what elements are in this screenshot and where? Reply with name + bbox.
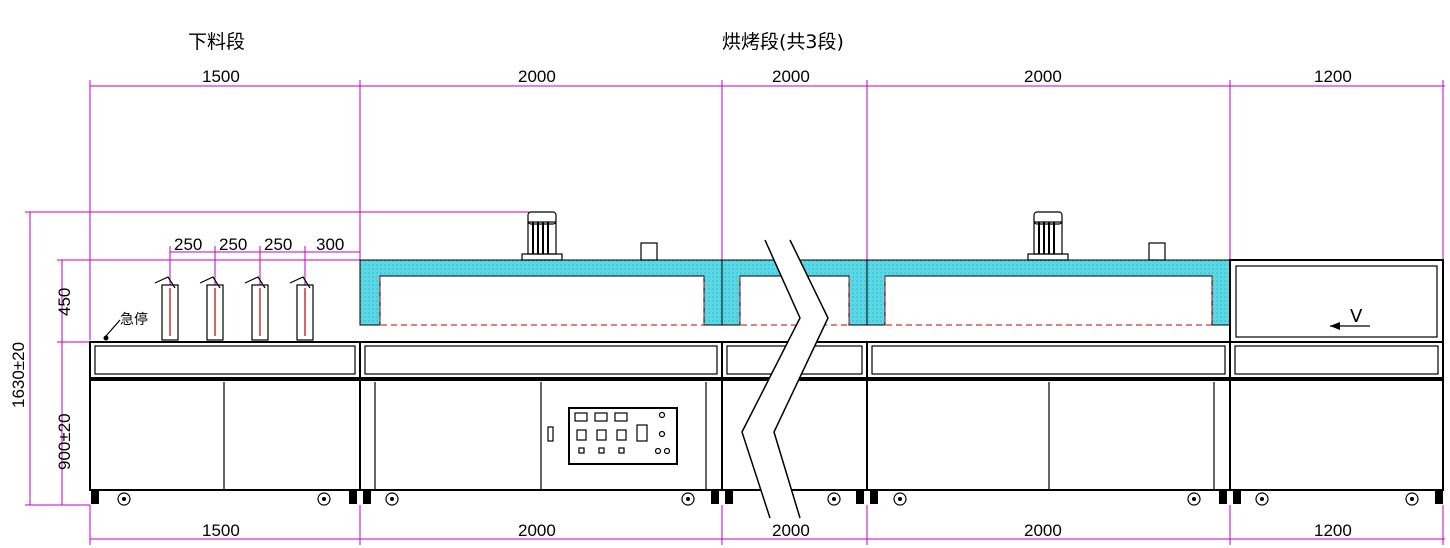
part-height-dim: 450: [55, 288, 74, 316]
bottom-dim-3: 2000: [772, 521, 810, 540]
bottom-dim-5: 1200: [1314, 521, 1352, 540]
oven-hood-3: [866, 259, 1231, 326]
top-dim-3: 2000: [772, 67, 810, 86]
top-dim-2: 2000: [518, 67, 556, 86]
emergency-stop: 急停: [103, 311, 148, 341]
top-dim-5: 1200: [1314, 67, 1352, 86]
motor-2: [1027, 211, 1069, 261]
direction-label: V: [1350, 306, 1363, 327]
total-height-dim: 1630±20: [9, 342, 28, 408]
spacing-dim-3: 250: [264, 235, 292, 254]
motor-1: [521, 211, 563, 261]
top-dimension-chain: 1500 2000 2000 2000 1200: [89, 67, 1445, 340]
emergency-stop-label: 急停: [120, 311, 148, 328]
spacing-dim-2: 250: [219, 235, 247, 254]
rack-2: [199, 276, 224, 341]
bottom-dim-1: 1500: [202, 521, 240, 540]
exhaust-vent-1: [640, 242, 658, 261]
rack-1: [154, 276, 179, 341]
bottom-dim-2: 2000: [518, 521, 556, 540]
baking-section-label: 烘烤段(共3段): [722, 31, 844, 53]
casters: [91, 490, 1443, 506]
bottom-dim-4: 2000: [1024, 521, 1062, 540]
top-dim-1: 1500: [202, 67, 240, 86]
control-panel: [568, 407, 678, 465]
exhaust-vent-2: [1148, 242, 1166, 261]
spacing-dim-1: 250: [174, 235, 202, 254]
top-dim-4: 2000: [1024, 67, 1062, 86]
base-cabinets: [89, 379, 1444, 491]
oven-hood-1: [359, 259, 723, 326]
conveyor-frame: [89, 341, 1444, 379]
rack-spacing-dims: 250 250 250 300: [169, 235, 360, 285]
break-line-symbol: [741, 239, 829, 519]
rack-3: [244, 276, 269, 341]
table-height-dim: 900±20: [55, 413, 74, 470]
unloading-section-label: 下料段: [188, 31, 245, 53]
vertical-dimensions: 1630±20 900±20 450: [9, 211, 530, 506]
unloading-racks: [154, 276, 314, 341]
rack-4: [289, 276, 314, 341]
cooling-section-box: V: [1229, 259, 1444, 343]
bottom-dimension-chain: 1500 2000 2000 2000 1200: [89, 505, 1445, 545]
spacing-dim-4: 300: [316, 235, 344, 254]
